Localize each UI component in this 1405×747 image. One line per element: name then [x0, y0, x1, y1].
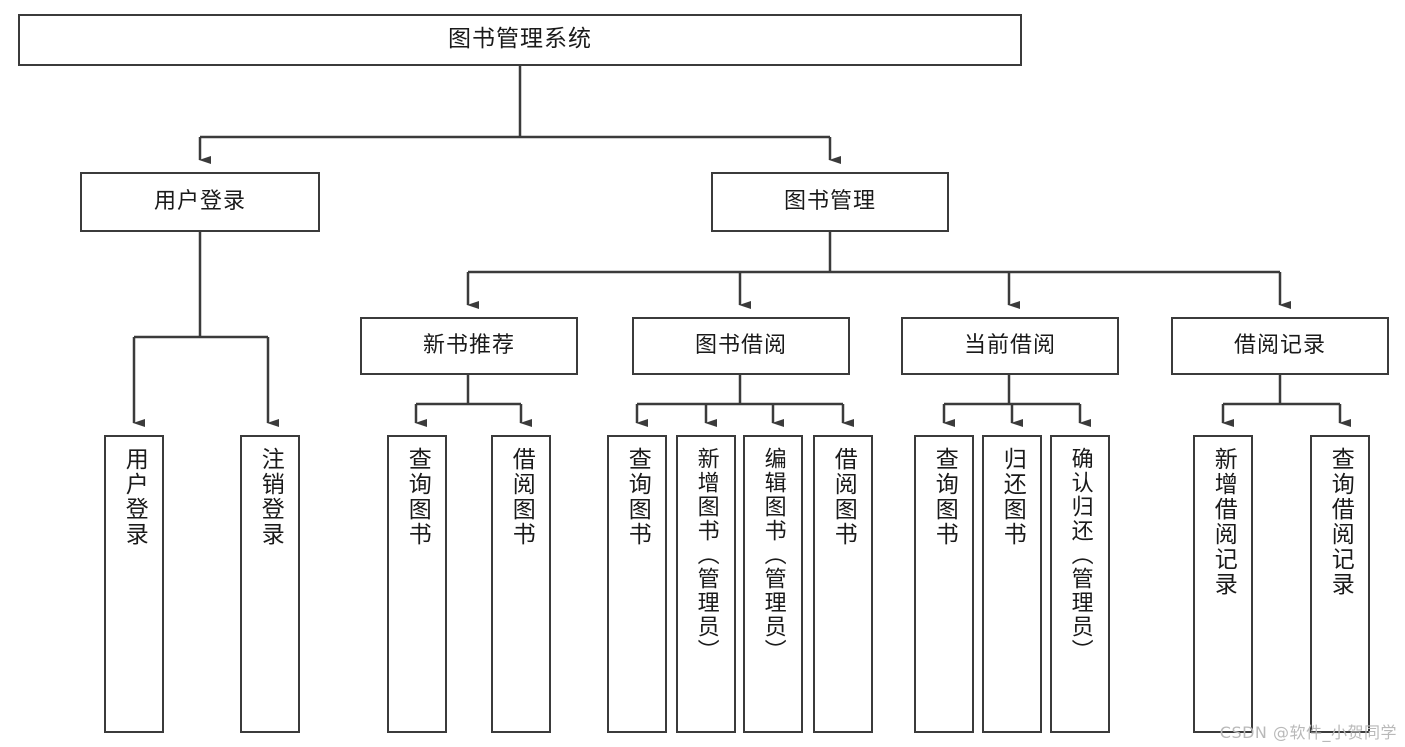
node-label-leaf-user-login: 用户登录 — [121, 447, 148, 547]
node-label-leaf-confirm-return: 确认归还（管理员） — [1067, 447, 1093, 663]
node-leaf-borrow-book-rec[interactable]: 借阅图书 — [491, 435, 551, 733]
node-new-book-recommend[interactable]: 新书推荐 — [360, 317, 578, 375]
node-leaf-edit-book[interactable]: 编辑图书（管理员） — [743, 435, 803, 733]
node-book-management[interactable]: 图书管理 — [711, 172, 949, 232]
node-leaf-query-record[interactable]: 查询借阅记录 — [1310, 435, 1370, 733]
node-label-leaf-borrow-book: 借阅图书 — [830, 447, 857, 547]
node-label-book-borrow: 图书借阅 — [694, 333, 787, 359]
node-label-leaf-query-book-borrow: 查询图书 — [624, 447, 651, 547]
node-leaf-add-record[interactable]: 新增借阅记录 — [1193, 435, 1253, 733]
node-user-login[interactable]: 用户登录 — [80, 172, 320, 232]
node-label-current-borrow: 当前借阅 — [963, 333, 1056, 359]
watermark-text: CSDN @软件_小贺同学 — [1219, 723, 1397, 742]
node-label-leaf-borrow-book-rec: 借阅图书 — [508, 447, 535, 547]
node-label-leaf-query-book-rec: 查询图书 — [404, 447, 431, 547]
node-label-leaf-query-book-current: 查询图书 — [931, 447, 958, 547]
node-label-leaf-add-book: 新增图书（管理员） — [693, 447, 719, 663]
node-borrow-record[interactable]: 借阅记录 — [1171, 317, 1389, 375]
node-leaf-query-book-current[interactable]: 查询图书 — [914, 435, 974, 733]
node-label-user-login: 用户登录 — [153, 189, 246, 215]
node-label-book-management: 图书管理 — [783, 189, 876, 215]
node-label-new-book-recommend: 新书推荐 — [422, 333, 515, 359]
node-current-borrow[interactable]: 当前借阅 — [901, 317, 1119, 375]
node-label-leaf-edit-book: 编辑图书（管理员） — [760, 447, 786, 663]
node-leaf-return-book[interactable]: 归还图书 — [982, 435, 1042, 733]
node-leaf-user-logout[interactable]: 注销登录 — [240, 435, 300, 733]
node-leaf-user-login[interactable]: 用户登录 — [104, 435, 164, 733]
node-leaf-borrow-book[interactable]: 借阅图书 — [813, 435, 873, 733]
node-label-leaf-add-record: 新增借阅记录 — [1210, 447, 1237, 597]
node-label-borrow-record: 借阅记录 — [1233, 333, 1326, 359]
node-label-root: 图书管理系统 — [448, 26, 592, 53]
node-leaf-confirm-return[interactable]: 确认归还（管理员） — [1050, 435, 1110, 733]
node-book-borrow[interactable]: 图书借阅 — [632, 317, 850, 375]
node-label-leaf-user-logout: 注销登录 — [257, 447, 284, 547]
node-label-leaf-return-book: 归还图书 — [999, 447, 1026, 547]
node-leaf-query-book-rec[interactable]: 查询图书 — [387, 435, 447, 733]
node-leaf-add-book[interactable]: 新增图书（管理员） — [676, 435, 736, 733]
node-label-leaf-query-record: 查询借阅记录 — [1327, 447, 1354, 597]
node-root-system[interactable]: 图书管理系统 — [18, 14, 1022, 66]
node-leaf-query-book-borrow[interactable]: 查询图书 — [607, 435, 667, 733]
